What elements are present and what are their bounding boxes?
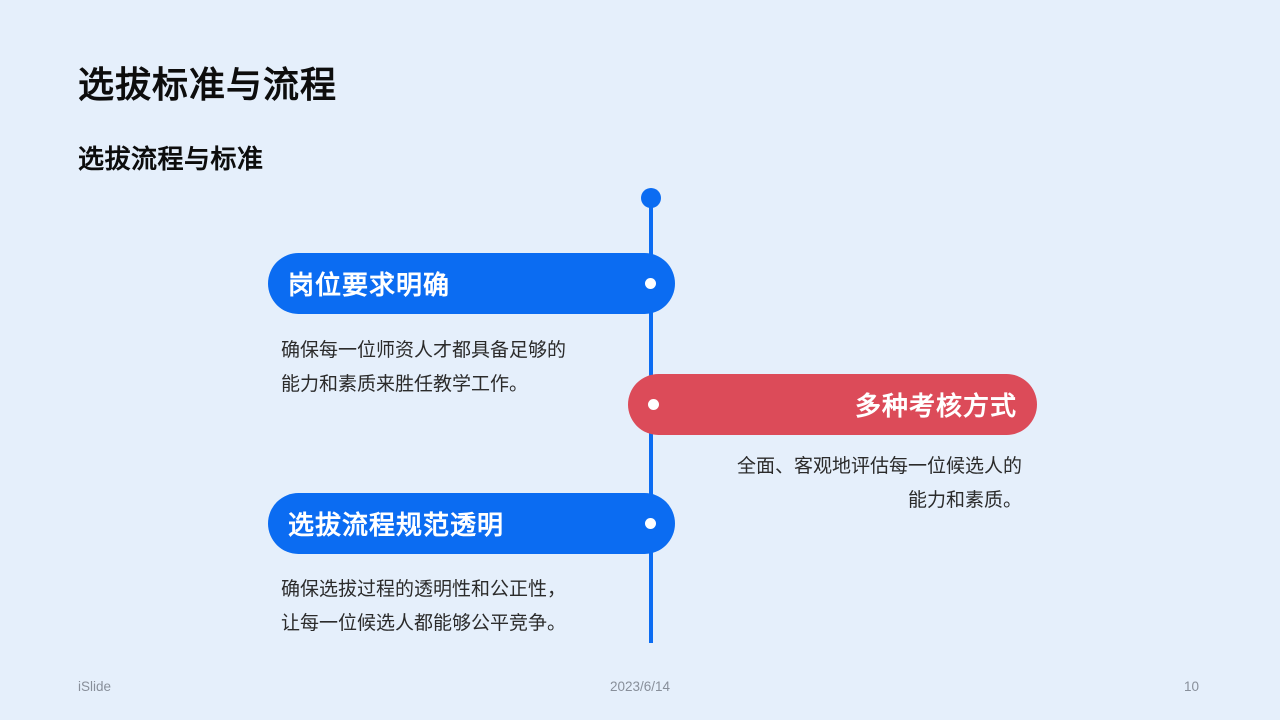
footer-brand-label: iSlide — [78, 679, 112, 694]
timeline-description-job-requirements: 确保每一位师资人才都具备足够的 能力和素质来胜任教学工作。 — [281, 334, 566, 402]
description-line: 确保每一位师资人才都具备足够的 — [281, 340, 567, 361]
timeline-node-dot-icon — [645, 518, 656, 529]
description-line: 能力和素质来胜任教学工作。 — [281, 374, 529, 395]
description-line: 确保选拔过程的透明性和公正性， — [281, 579, 567, 600]
timeline-pill-transparent-process: 选拔流程规范透明 — [268, 493, 675, 554]
description-line: 让每一位候选人都能够公平竞争。 — [281, 613, 567, 634]
footer-date-label: 2023/6/14 — [609, 679, 671, 694]
timeline-pill-label: 岗位要求明确 — [288, 270, 451, 300]
timeline-description-assessment-methods: 全面、客观地评估每一位候选人的 能力和素质。 — [737, 450, 1022, 518]
description-line: 能力和素质。 — [907, 490, 1022, 511]
timeline-node-dot-icon — [645, 278, 656, 289]
timeline-start-dot-icon — [641, 188, 661, 208]
timeline-pill-label: 选拔流程规范透明 — [288, 510, 505, 540]
page-title: 选拔标准与流程 — [78, 64, 338, 105]
timeline-pill-job-requirements: 岗位要求明确 — [268, 253, 675, 314]
timeline-description-transparent-process: 确保选拔过程的透明性和公正性， 让每一位候选人都能够公平竞争。 — [281, 573, 566, 641]
page-subtitle: 选拔流程与标准 — [78, 144, 264, 174]
timeline-node-dot-icon — [648, 399, 659, 410]
timeline-pill-assessment-methods: 多种考核方式 — [628, 374, 1037, 435]
footer-page-number: 10 — [1183, 679, 1199, 694]
timeline-pill-label: 多种考核方式 — [854, 391, 1017, 421]
description-line: 全面、客观地评估每一位候选人的 — [736, 456, 1022, 477]
